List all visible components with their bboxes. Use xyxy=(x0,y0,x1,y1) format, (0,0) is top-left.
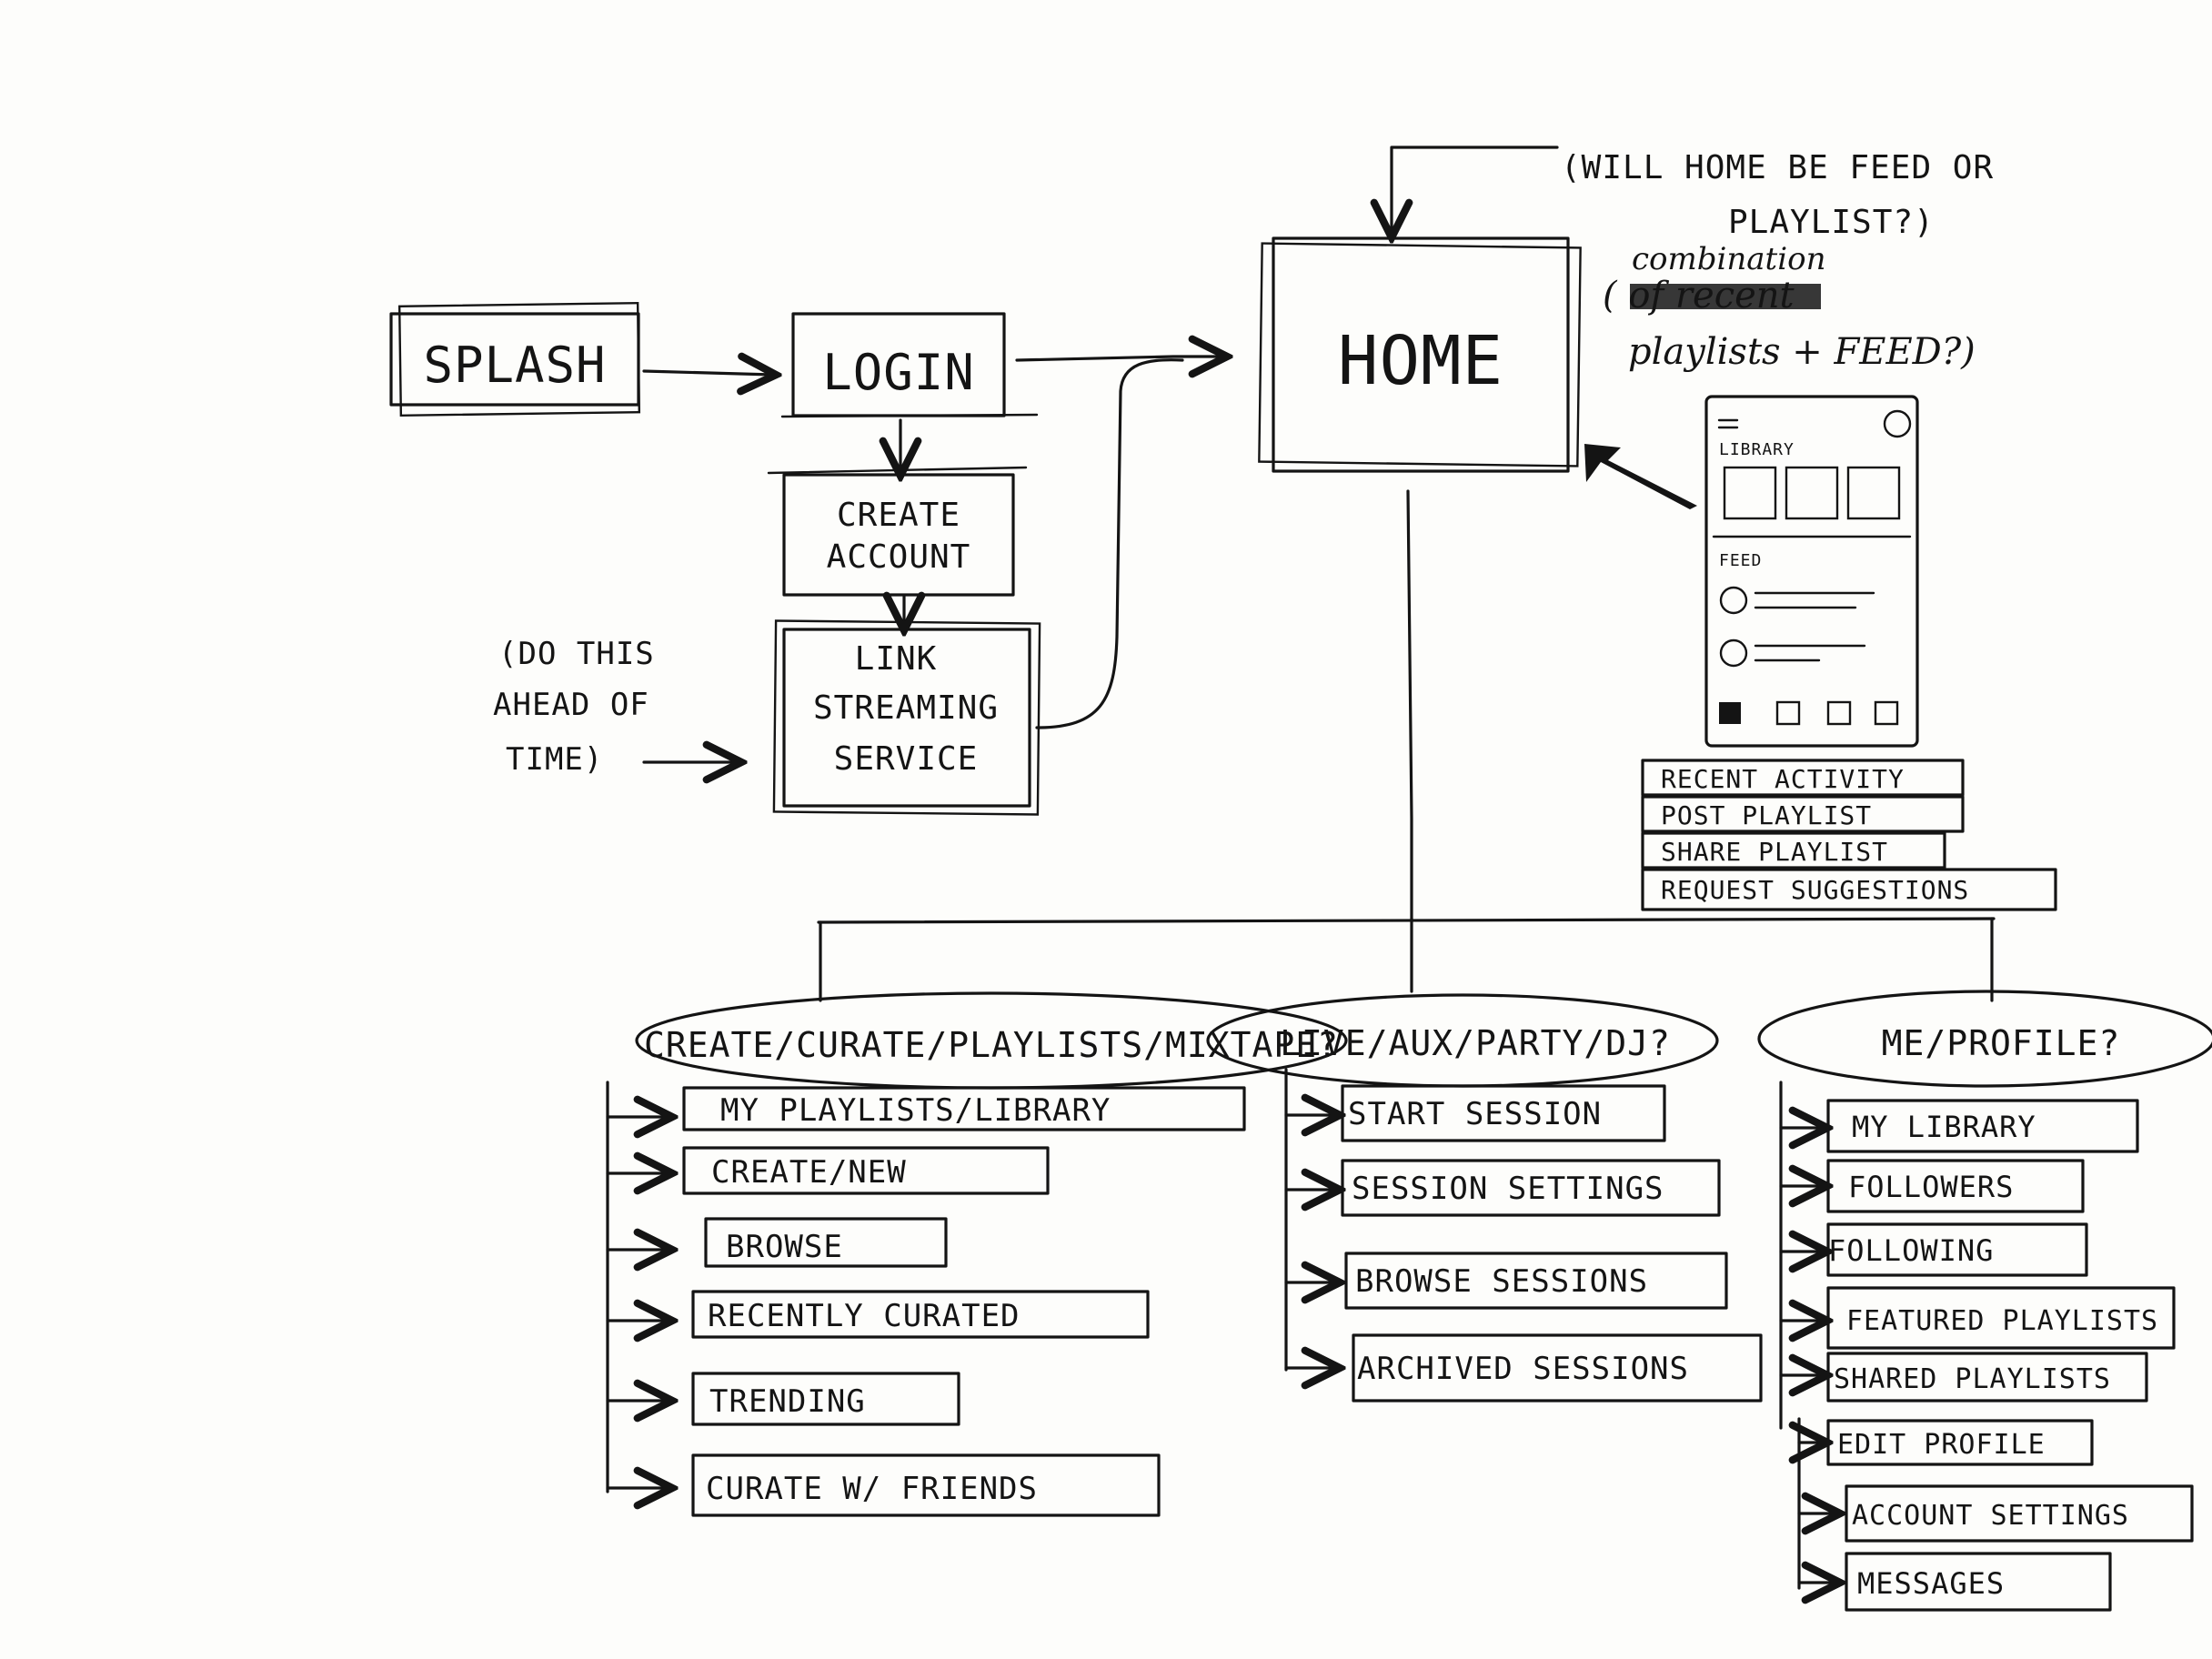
create-item-3: BROWSE xyxy=(726,1229,843,1265)
pointer-arrow xyxy=(1584,444,1697,509)
home-question-line-2: PLAYLIST?) xyxy=(1728,204,1935,241)
live-item-3: BROWSE SESSIONS xyxy=(1355,1263,1648,1300)
live-item-1: START SESSION xyxy=(1348,1096,1602,1132)
profile-item-8: MESSAGES xyxy=(1857,1566,2005,1601)
home-action-3: SHARE PLAYLIST xyxy=(1661,837,1888,867)
home-question-note: (WILL HOME BE FEED OR PLAYLIST?) combina… xyxy=(1392,146,1994,373)
home-action-1: RECENT ACTIVITY xyxy=(1661,764,1905,794)
section-profile: ME/PROFILE? MY LIBRARY FOLLOWERS FOLLOWI… xyxy=(1757,990,2212,1612)
section-live-title: LIVE/AUX/PARTY/DJ? xyxy=(1280,1023,1671,1063)
live-item-4: ARCHIVED SESSIONS xyxy=(1357,1351,1689,1387)
link-streaming-line-2: STREAMING xyxy=(813,689,999,727)
ahead-note-line-3: TIME) xyxy=(506,741,603,778)
link-streaming-line-3: SERVICE xyxy=(834,740,979,778)
section-profile-title: ME/PROFILE? xyxy=(1882,1023,2121,1063)
section-create-title: CREATE/CURATE/PLAYLISTS/MIXTAPE? xyxy=(644,1025,1339,1065)
combination-line-3: playlists + FEED?) xyxy=(1628,331,1976,373)
create-account-line-2: ACCOUNT xyxy=(827,538,971,576)
phone-library-label: LIBRARY xyxy=(1719,440,1795,459)
profile-circle-icon xyxy=(1883,409,1912,438)
ahead-note-line-2: AHEAD OF xyxy=(493,687,649,723)
profile-item-5: SHARED PLAYLISTS xyxy=(1834,1363,2111,1395)
home-label: HOME xyxy=(1338,322,1503,400)
phone-wireframe: LIBRARY FEED xyxy=(1584,395,1919,748)
scribble-out xyxy=(1630,284,1821,309)
link-streaming-node: LINK STREAMING SERVICE xyxy=(772,619,1041,816)
splash-node: SPLASH xyxy=(389,301,641,417)
profile-item-1: MY LIBRARY xyxy=(1852,1110,2036,1144)
home-action-2: POST PLAYLIST xyxy=(1661,800,1872,830)
profile-item-3: FOLLOWING xyxy=(1828,1233,1994,1268)
home-question-line-1: (WILL HOME BE FEED OR xyxy=(1561,149,1994,186)
profile-item-6: EDIT PROFILE xyxy=(1837,1429,2046,1461)
create-account-node: CREATE ACCOUNT xyxy=(767,466,1028,597)
home-action-4: REQUEST SUGGESTIONS xyxy=(1661,875,1969,905)
create-account-line-1: CREATE xyxy=(837,497,960,534)
create-item-4: RECENTLY CURATED xyxy=(708,1298,1021,1334)
section-live: LIVE/AUX/PARTY/DJ? START SESSION SESSION… xyxy=(1206,993,1763,1403)
connector-link-home xyxy=(1035,358,1184,729)
connector-login-home xyxy=(1015,357,1224,360)
home-node: HOME xyxy=(1258,236,1582,473)
create-item-2: CREATE/NEW xyxy=(711,1154,907,1191)
loop-arrow xyxy=(1392,146,1559,235)
profile-item-7: ACCOUNT SETTINGS xyxy=(1852,1500,2129,1532)
section-create: CREATE/CURATE/PLAYLISTS/MIXTAPE? MY PLAY… xyxy=(606,991,1348,1517)
live-item-2: SESSION SETTINGS xyxy=(1352,1171,1664,1207)
create-item-1: MY PLAYLISTS/LIBRARY xyxy=(720,1092,1111,1129)
branch-line xyxy=(817,917,1996,924)
profile-item-4: FEATURED PLAYLISTS xyxy=(1846,1305,2158,1337)
home-actions-list: RECENT ACTIVITY POST PLAYLIST SHARE PLAY… xyxy=(1641,759,2057,911)
login-node: LOGIN xyxy=(780,312,1039,418)
phone-feed-label: FEED xyxy=(1719,551,1762,570)
create-item-5: TRENDING xyxy=(709,1383,866,1420)
arrow-splash-login xyxy=(642,371,773,375)
combination-line-1: combination xyxy=(1632,241,1825,277)
ahead-of-time-note: (DO THIS AHEAD OF TIME) xyxy=(493,636,739,778)
combination-line-2: ( of recent xyxy=(1603,275,1795,317)
login-label: LOGIN xyxy=(822,344,975,401)
link-streaming-line-1: LINK xyxy=(855,640,938,678)
splash-label: SPLASH xyxy=(423,337,606,394)
ahead-note-line-1: (DO THIS xyxy=(498,636,655,672)
profile-item-2: FOLLOWERS xyxy=(1848,1170,2014,1204)
trunk-line xyxy=(1406,489,1413,920)
create-item-6: CURATE W/ FRIENDS xyxy=(706,1471,1038,1507)
